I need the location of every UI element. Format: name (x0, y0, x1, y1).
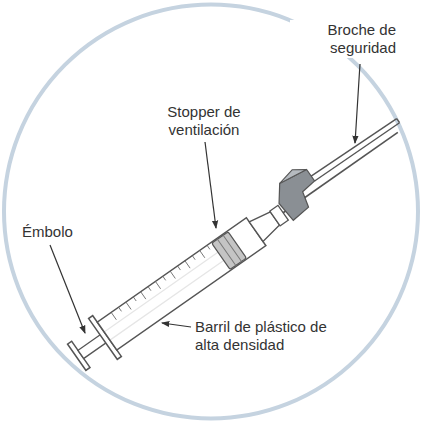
part-label: Barril de plástico de alta densidad (193, 317, 329, 355)
scale-tick (170, 271, 175, 278)
leader-line (355, 64, 360, 143)
scale-tick (148, 287, 151, 291)
scale-tick (126, 302, 131, 309)
scale-tick (207, 245, 210, 249)
stopper-rib (217, 239, 235, 265)
scale-tick (133, 297, 136, 301)
frame-circle (4, 5, 418, 419)
scale-tick (185, 261, 190, 268)
scale-tick (192, 256, 195, 260)
part-label: Broche de seguridad (290, 20, 398, 58)
safety-clip-arm (311, 117, 397, 178)
scale-tick (178, 266, 181, 270)
part-label: Émbolo (20, 222, 104, 242)
scale-tick (141, 292, 146, 299)
vent-stopper (212, 232, 247, 270)
scale-tick (163, 276, 166, 280)
scale-tick (111, 312, 116, 319)
scale-tick (200, 250, 205, 257)
stopper-rib (223, 235, 241, 261)
scale-tick (119, 307, 122, 311)
syringe (60, 104, 418, 378)
barrel-scale (111, 245, 212, 319)
scale-tick (155, 281, 160, 288)
safety-clip-hinge (277, 163, 306, 187)
safety-clip-arm (315, 122, 400, 182)
leader-line (205, 142, 216, 228)
leader-line (162, 323, 191, 327)
leader-line (50, 245, 85, 333)
part-label: Stopper de ventilación (150, 102, 258, 140)
safety-clip-tip (397, 119, 400, 123)
